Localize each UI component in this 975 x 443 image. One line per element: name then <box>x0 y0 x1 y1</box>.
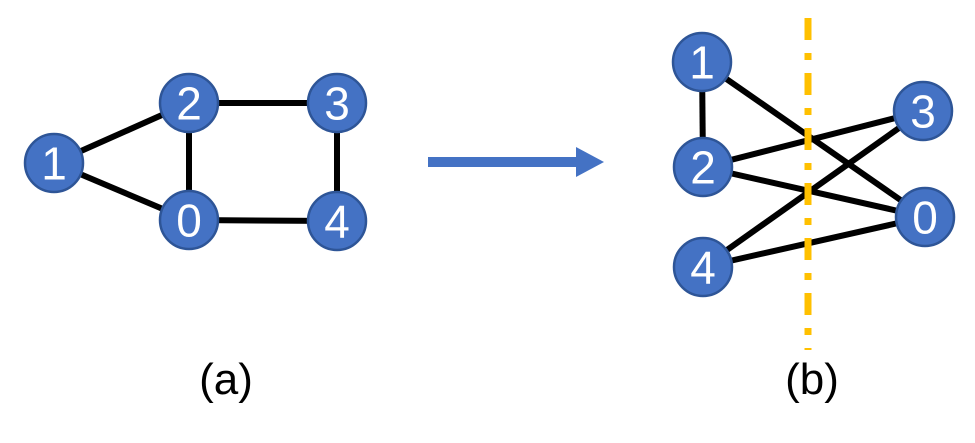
node-label-3: 3 <box>910 86 936 138</box>
graph-a: 1 2 3 0 4 (a) <box>23 72 368 404</box>
transform-arrow <box>428 147 604 177</box>
node-label-1: 1 <box>41 138 67 190</box>
edge-2-3 <box>702 108 924 170</box>
node-label-1: 1 <box>689 37 715 89</box>
caption-a: (a) <box>199 355 253 404</box>
node-2 <box>158 72 220 134</box>
node-0 <box>158 189 220 251</box>
graph-b: 1 2 4 3 0 (b) <box>671 18 956 404</box>
node-label-2: 2 <box>176 78 202 130</box>
edge-2-0 <box>702 164 926 220</box>
node-4 <box>306 190 368 252</box>
edge-4-3 <box>701 108 925 270</box>
arrow-head-icon <box>576 147 604 177</box>
node-2 <box>672 136 734 198</box>
node-label-4: 4 <box>690 242 716 294</box>
node-label-0: 0 <box>912 192 938 244</box>
node-label-4: 4 <box>324 196 350 248</box>
node-label-3: 3 <box>324 78 350 130</box>
node-3 <box>306 72 368 134</box>
node-label-0: 0 <box>176 195 202 247</box>
edge-4-0 <box>702 214 926 270</box>
node-1 <box>23 132 85 194</box>
node-4 <box>672 236 734 298</box>
node-0 <box>894 186 956 248</box>
node-label-2: 2 <box>690 142 716 194</box>
node-1 <box>671 31 733 93</box>
caption-b: (b) <box>785 355 839 404</box>
node-3 <box>892 80 954 142</box>
